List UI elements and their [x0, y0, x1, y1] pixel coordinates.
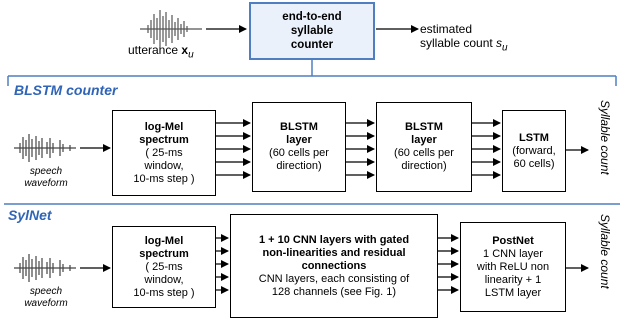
sylnet-wave-line-2: waveform — [24, 298, 68, 309]
lstm-title: LSTM — [519, 131, 549, 144]
sylnet-cnn-body-2: 128 channels (see Fig. 1) — [271, 285, 397, 298]
sylnet-postnet-box: PostNet 1 CNN layer with ReLU non linear… — [460, 222, 566, 312]
sylnet-logmel-box: log-Mel spectrum ( 25-ms window, 10-ms s… — [112, 226, 216, 308]
sylnet-logmel-body-1: ( 25-ms — [145, 260, 183, 273]
blstm-wave-line-1: speech — [29, 166, 63, 177]
lstm-body-1: (forward, — [512, 144, 556, 157]
utterance-subscript: u — [188, 49, 194, 61]
blstm-wave-line-2: waveform — [24, 178, 68, 189]
sylnet-cnn-box: 1 + 10 CNN layers with gated non-lineari… — [230, 214, 438, 318]
blstm-layer-2-box: BLSTM layer (60 cells per direction) — [376, 102, 472, 192]
blstm-logmel-title-2: spectrum — [139, 133, 189, 146]
blstm-layer-2-body-1: (60 cells per — [394, 147, 454, 159]
estimated-line-2: syllable count — [420, 36, 497, 50]
estimated-subscript: u — [502, 42, 508, 54]
lstm-body-2: 60 cells) — [513, 157, 555, 170]
sylnet-cnn-title-3: connections — [301, 259, 367, 272]
utterance-symbol: x — [181, 43, 189, 57]
sylnet-postnet-body-3: linearity + 1 — [484, 273, 542, 286]
sylnet-logmel-title-2: spectrum — [139, 247, 189, 260]
sylnet-logmel-body-2: window, — [144, 273, 184, 286]
blstm-logmel-body-2: window, — [144, 159, 184, 172]
blstm-logmel-box: log-Mel spectrum ( 25-ms window, 10-ms s… — [112, 110, 216, 196]
utterance-text: utterance — [128, 43, 179, 57]
sylnet-waveform-label: speech waveform — [16, 286, 76, 310]
blstm-layer-2-title-1: BLSTM — [405, 121, 443, 133]
blstm-logmel-body-1: ( 25-ms — [145, 146, 183, 159]
lstm-box: LSTM (forward, 60 cells) — [502, 110, 566, 192]
blstm-logmel-body-3: 10-ms step ) — [133, 172, 195, 185]
sylnet-section-title: SylNet — [8, 207, 52, 223]
sylnet-wave-line-1: speech — [29, 286, 63, 297]
blstm-layer-1-body-2: direction) — [276, 160, 322, 172]
sylnet-syllable-count-label: Syllable count — [598, 214, 612, 289]
sylnet-logmel-body-3: 10-ms step ) — [133, 286, 195, 299]
blstm-layer-1-title-2: layer — [286, 134, 312, 146]
estimated-line-1: estimated — [420, 22, 473, 36]
estimated-symbol: s — [496, 36, 503, 50]
sylnet-postnet-body-4: LSTM layer — [484, 286, 542, 299]
top-waveform-icon — [140, 10, 202, 48]
sylnet-cnn-title-2: non-linearities and residual — [262, 246, 406, 259]
blstm-waveform-icon — [14, 134, 76, 162]
sylnet-postnet-body-1: 1 CNN layer — [483, 247, 543, 260]
blstm-layer-2-title-2: layer — [411, 134, 437, 146]
sylnet-cnn-title-1: 1 + 10 CNN layers with gated — [258, 233, 410, 246]
blstm-layer-1-title-1: BLSTM — [280, 121, 318, 133]
estimated-count-label: estimated syllable count su — [420, 22, 560, 55]
end-to-end-counter-box: end-to-end syllable counter — [249, 2, 375, 60]
sylnet-cnn-body-1: CNN layers, each consisting of — [258, 272, 410, 285]
sylnet-postnet-body-2: with ReLU non — [476, 260, 550, 273]
counter-line-3: counter — [290, 39, 334, 51]
sylnet-postnet-title: PostNet — [492, 234, 534, 247]
utterance-label: utterance xu — [128, 43, 248, 60]
blstm-layer-1-body-1: (60 cells per — [269, 147, 329, 159]
blstm-logmel-title-1: log-Mel — [144, 120, 184, 133]
counter-line-2: syllable — [290, 25, 334, 37]
blstm-syllable-count-label: Syllable count — [598, 100, 612, 175]
sylnet-logmel-title-1: log-Mel — [144, 234, 184, 247]
blstm-waveform-label: speech waveform — [16, 166, 76, 190]
blstm-layer-2-body-2: direction) — [401, 160, 447, 172]
sylnet-waveform-icon — [14, 254, 76, 282]
counter-line-1: end-to-end — [282, 11, 342, 23]
blstm-layer-1-box: BLSTM layer (60 cells per direction) — [252, 102, 346, 192]
blstm-section-title: BLSTM counter — [14, 82, 118, 98]
